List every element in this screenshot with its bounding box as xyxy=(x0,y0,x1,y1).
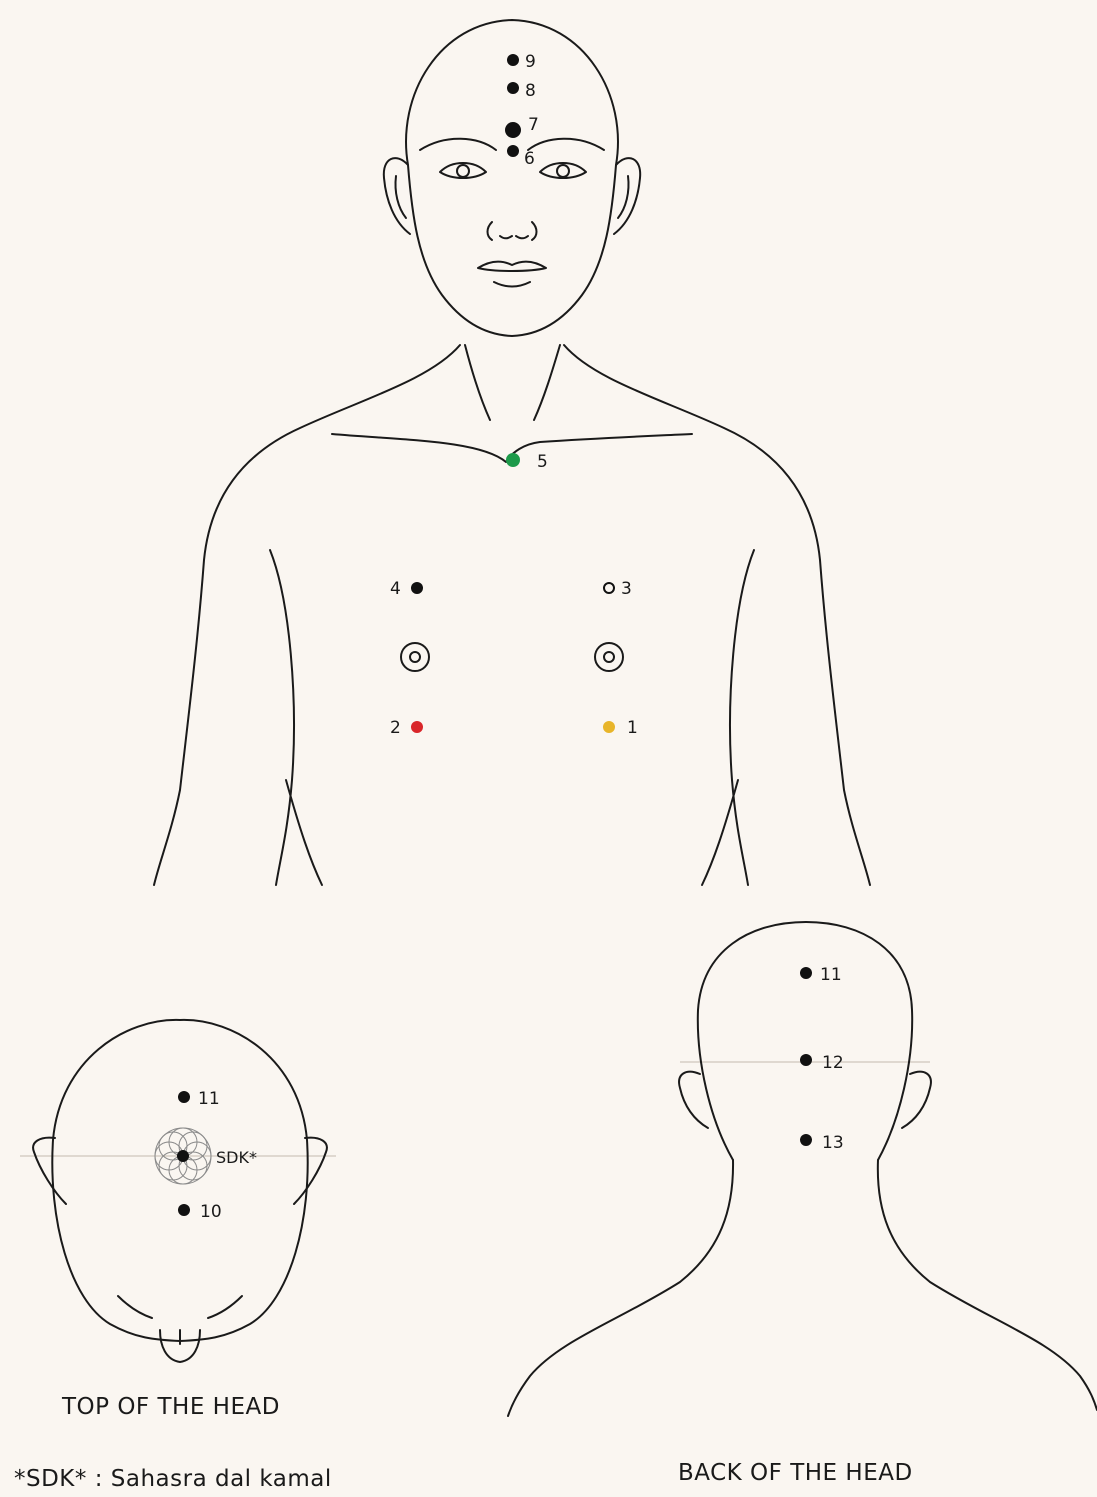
point-5-label: 5 xyxy=(537,452,548,472)
nose xyxy=(488,222,537,240)
back-point-11-dot xyxy=(800,967,812,979)
top-head-right-ear xyxy=(294,1138,327,1204)
right-nipple-inner xyxy=(604,652,614,662)
back-neck-right xyxy=(878,1160,1097,1410)
top-point-10-label: 10 xyxy=(200,1202,222,1222)
neck-right xyxy=(534,345,560,420)
back-head-points: 11 12 13 xyxy=(800,965,844,1153)
neck-left xyxy=(465,345,490,420)
left-nipple-inner xyxy=(410,652,420,662)
top-point-sdk-label: SDK* xyxy=(216,1148,257,1167)
point-1-label: 1 xyxy=(627,718,638,738)
point-2-dot xyxy=(411,721,423,733)
point-3-label: 3 xyxy=(621,579,632,599)
point-8-label: 8 xyxy=(525,81,536,101)
top-point-11-dot xyxy=(178,1091,190,1103)
point-3-dot xyxy=(604,583,614,593)
back-head-outline xyxy=(698,922,912,1160)
top-head-left-ear xyxy=(33,1138,66,1204)
left-inner-arm xyxy=(286,780,322,885)
front-head-outline xyxy=(406,20,618,336)
top-head-right-brow xyxy=(208,1296,242,1318)
back-head-figure xyxy=(508,922,1097,1416)
left-eyebrow xyxy=(420,139,496,150)
back-point-11-label: 11 xyxy=(820,965,842,985)
top-point-sdk-dot xyxy=(177,1150,189,1162)
left-ear-inner xyxy=(395,176,406,218)
right-ear-inner xyxy=(618,176,629,218)
right-inner-arm xyxy=(702,780,738,885)
lower-lip xyxy=(494,282,530,287)
back-point-12-dot xyxy=(800,1054,812,1066)
left-iris xyxy=(457,165,469,177)
mouth xyxy=(478,262,546,271)
point-1-dot xyxy=(603,721,615,733)
left-nipple-outer xyxy=(401,643,429,671)
left-torso-side xyxy=(270,550,294,885)
point-5-dot xyxy=(506,453,520,467)
right-eyebrow xyxy=(528,139,604,150)
point-2-label: 2 xyxy=(390,718,401,738)
top-head-outline xyxy=(52,1020,307,1341)
right-shoulder-arm xyxy=(564,345,870,885)
top-point-11-label: 11 xyxy=(198,1089,220,1109)
back-point-12-label: 12 xyxy=(822,1053,844,1073)
point-9-label: 9 xyxy=(525,52,536,72)
top-head-figure xyxy=(20,1020,336,1362)
left-shoulder-arm xyxy=(154,345,460,885)
point-9-dot xyxy=(507,54,519,66)
right-nipple-outer xyxy=(595,643,623,671)
point-8-dot xyxy=(507,82,519,94)
back-point-13-label: 13 xyxy=(822,1133,844,1153)
top-head-caption: TOP OF THE HEAD xyxy=(62,1394,280,1420)
back-point-13-dot xyxy=(800,1134,812,1146)
right-iris xyxy=(557,165,569,177)
front-points: 9 8 7 6 5 4 3 2 1 xyxy=(390,52,638,738)
top-head-left-brow xyxy=(118,1296,152,1318)
point-6-dot xyxy=(507,145,519,157)
sdk-footnote: *SDK* : Sahasra dal kamal xyxy=(14,1466,332,1492)
point-7-dot xyxy=(505,122,521,138)
point-7-label: 7 xyxy=(528,115,539,135)
top-point-10-dot xyxy=(178,1204,190,1216)
point-4-label: 4 xyxy=(390,579,401,599)
point-6-label: 6 xyxy=(524,149,535,169)
right-torso-side xyxy=(730,550,754,885)
point-4-dot xyxy=(411,582,423,594)
back-neck-left xyxy=(508,1160,733,1416)
back-head-caption: BACK OF THE HEAD xyxy=(678,1460,913,1486)
